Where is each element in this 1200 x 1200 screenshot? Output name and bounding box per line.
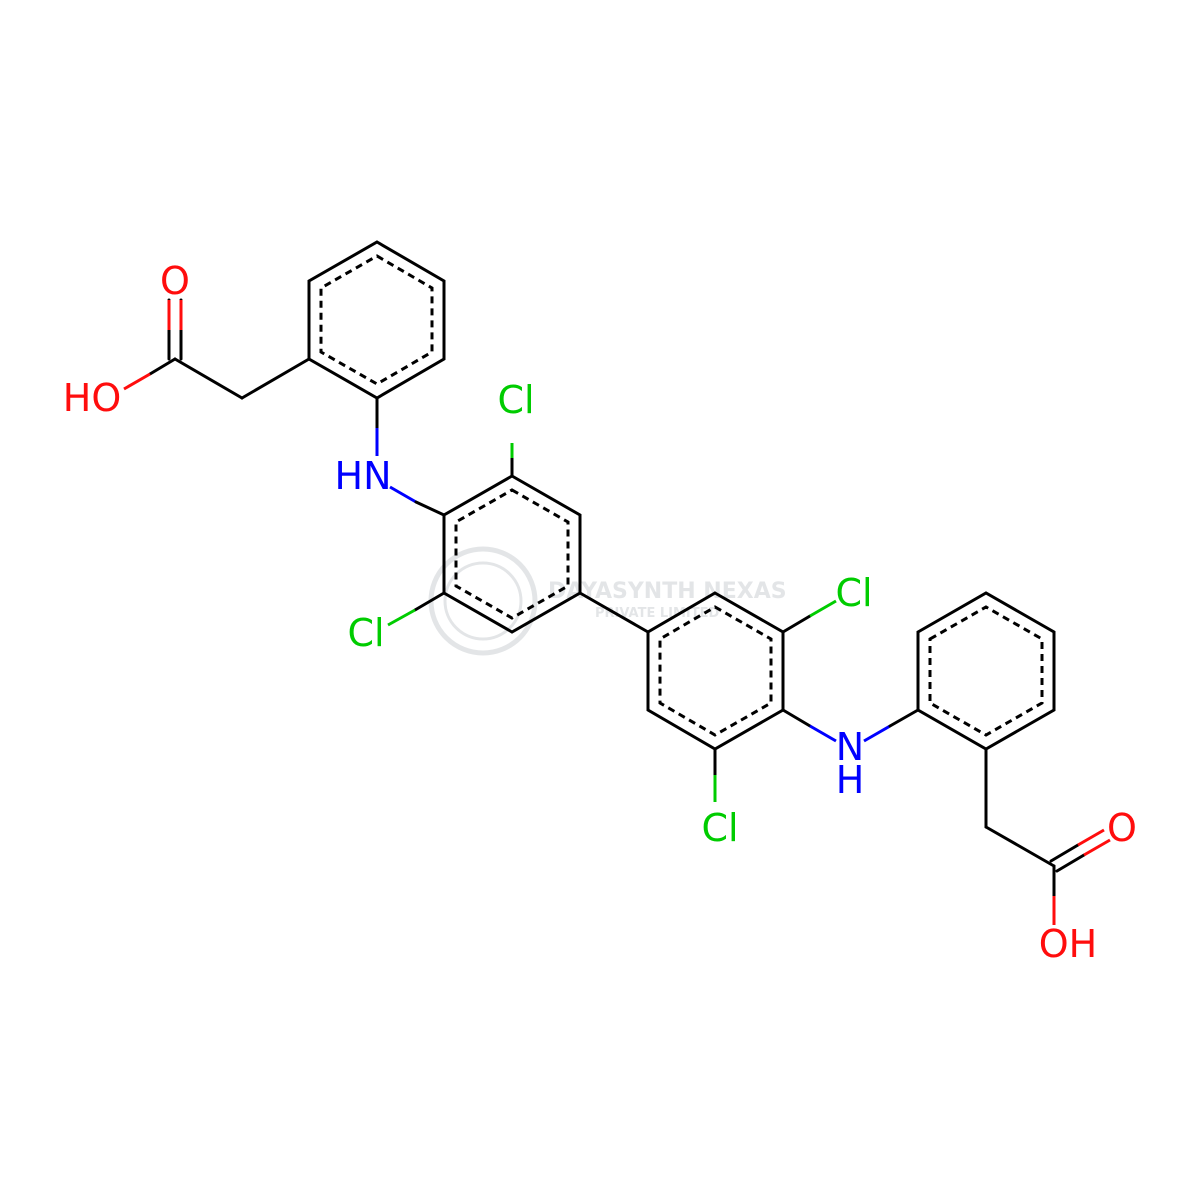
amine-n-label-bottom: N	[836, 725, 864, 769]
chlorine-label-right-upper: Cl	[835, 571, 872, 615]
chlorine-label-left-upper: Cl	[497, 378, 534, 422]
watermark-logo-icon	[428, 546, 538, 656]
amine-label-top: HN	[335, 454, 392, 498]
oxygen-label-top-carbonyl: O	[160, 259, 190, 303]
chlorine-label-right-lower: Cl	[701, 806, 738, 850]
watermark-line1: DAYASYNTH NEXAS	[548, 579, 787, 604]
oxygen-label-bottom-carbonyl: O	[1107, 806, 1137, 850]
hydroxyl-label-top: HO	[63, 376, 121, 420]
bottom-benzene-ring	[916, 591, 1056, 751]
left-biphenyl-ring	[442, 474, 582, 634]
chlorine-label-left-lower: Cl	[347, 611, 384, 655]
amine-h-label-bottom: H	[836, 758, 865, 802]
watermark: DAYASYNTH NEXAS PRIVATE LIMITED	[428, 546, 787, 656]
top-benzene-ring	[307, 240, 446, 400]
hydroxyl-label-bottom: OH	[1039, 922, 1097, 966]
